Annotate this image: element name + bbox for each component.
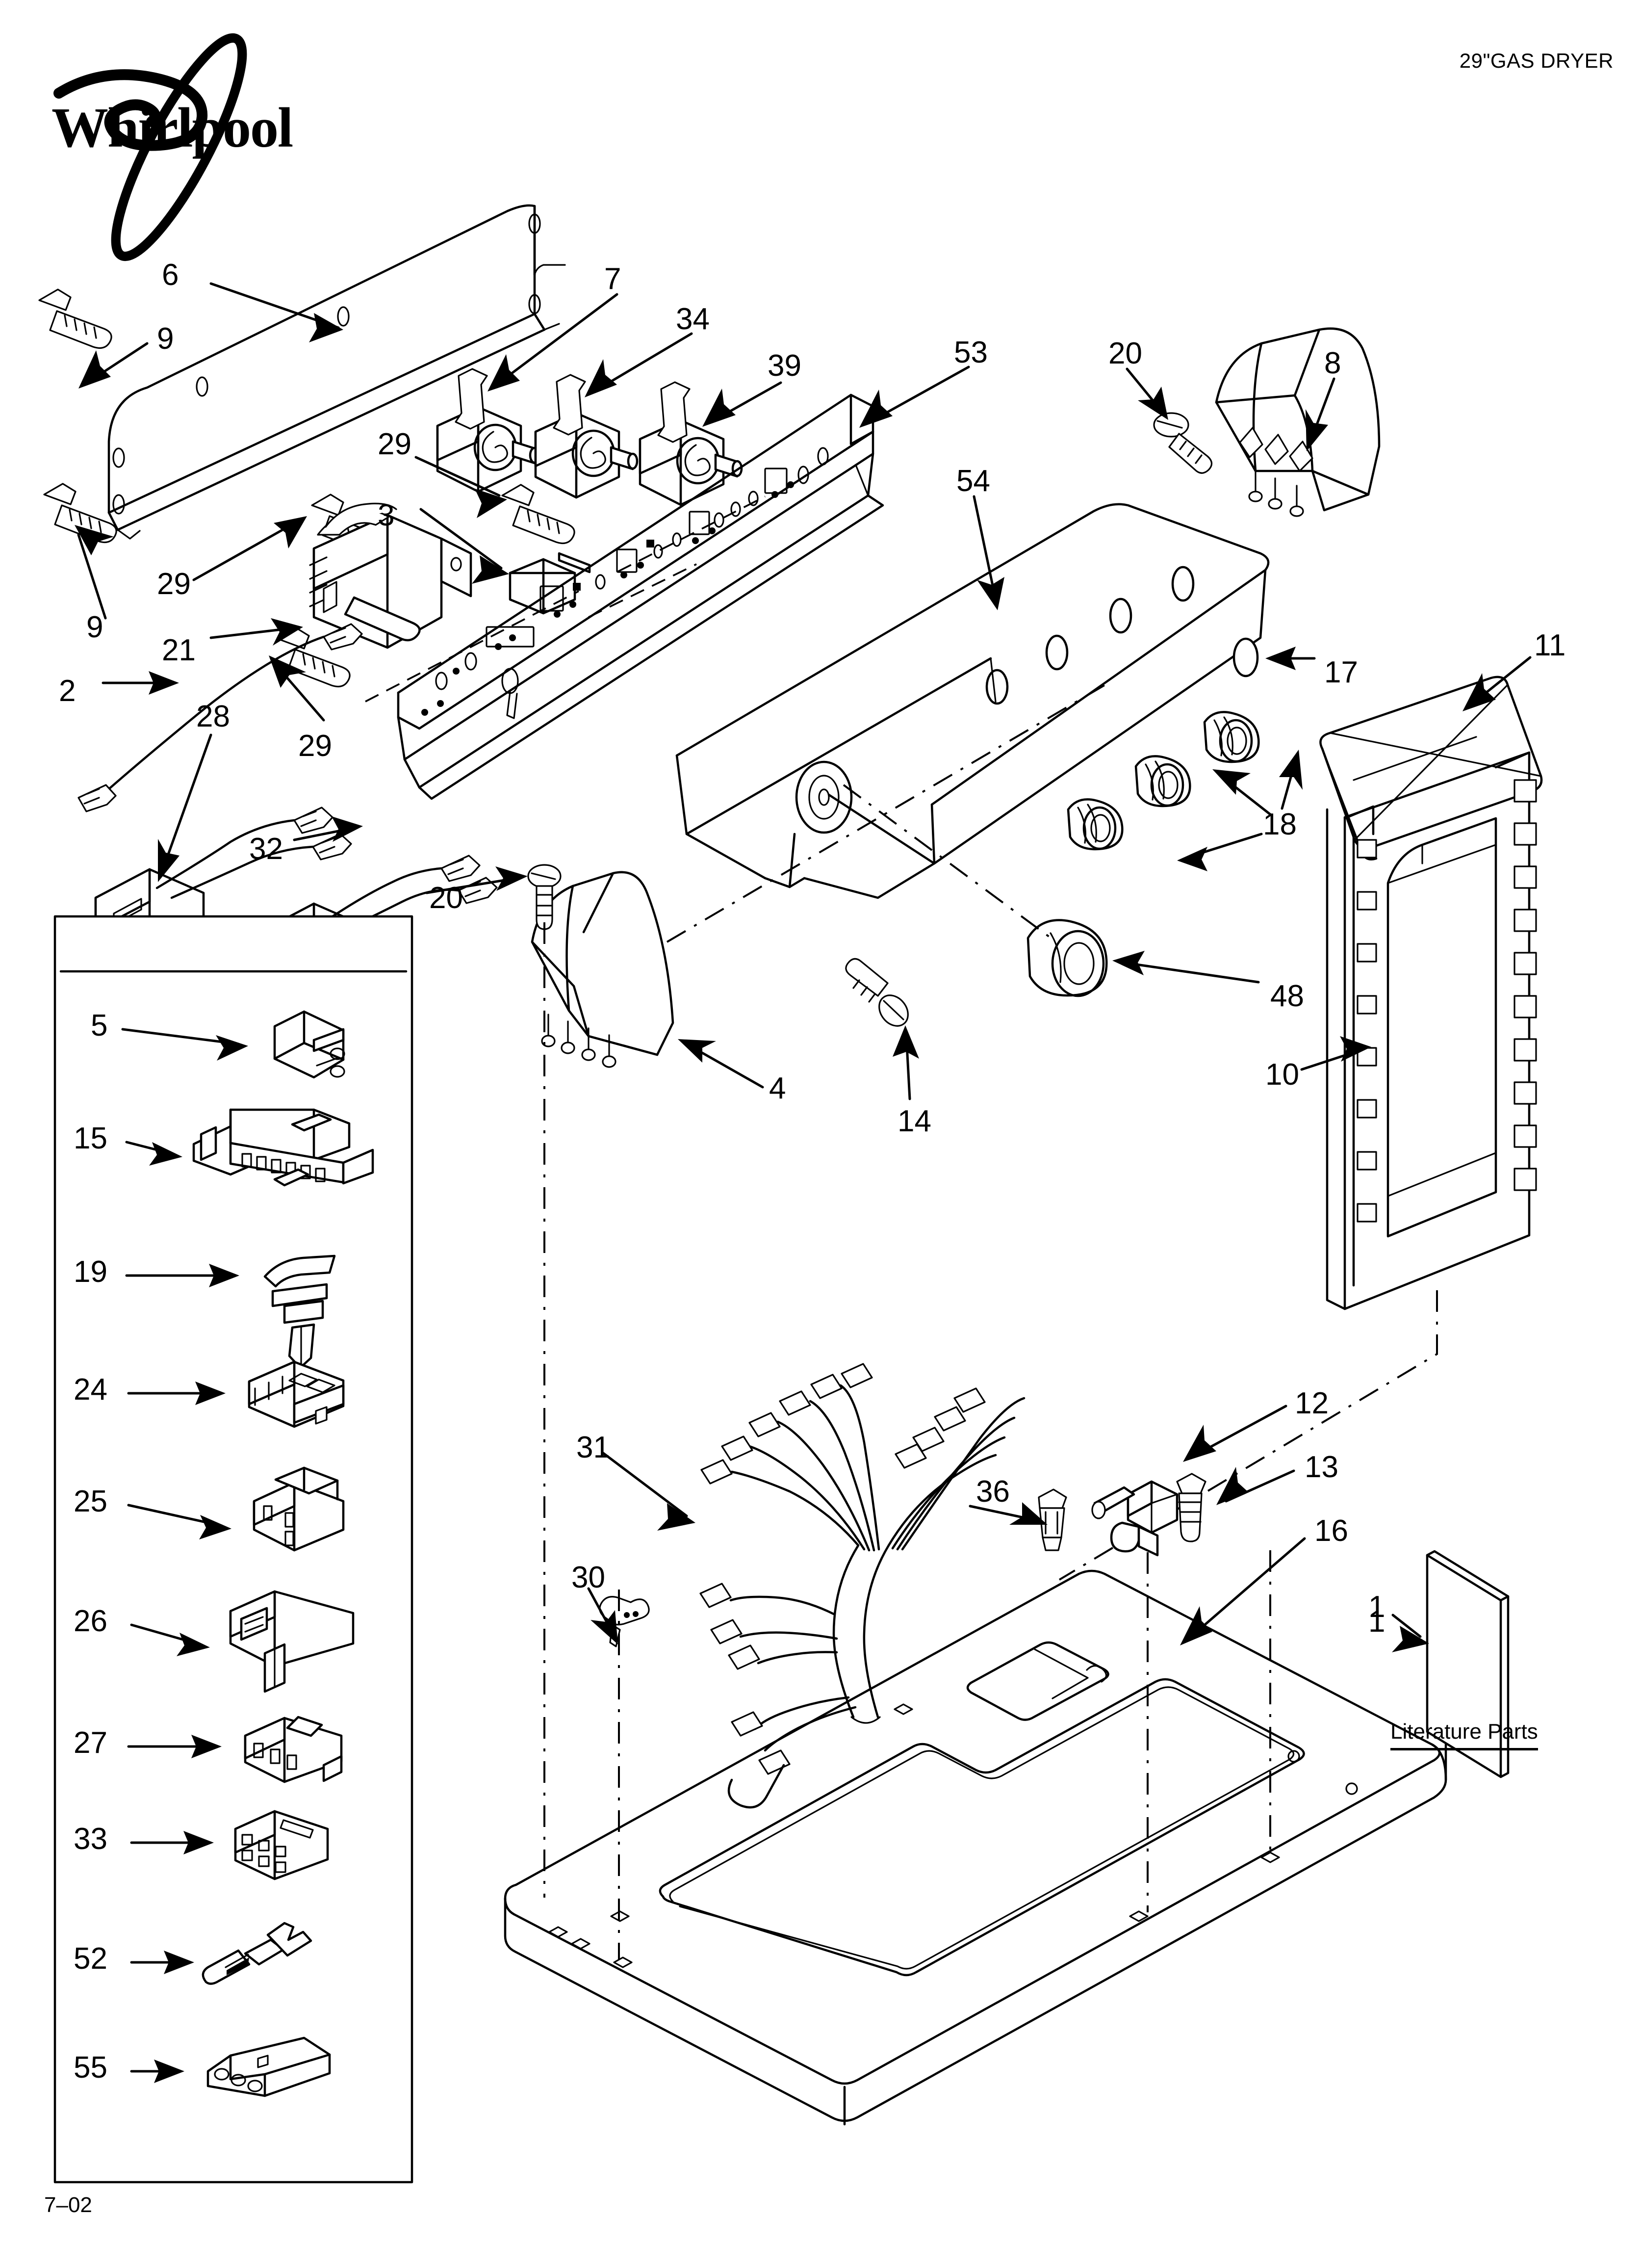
legend-number-52: 52 [74, 1942, 107, 1976]
callout-number-bushing: 48 [1270, 979, 1304, 1013]
callout-number-hole-plug: 17 [1324, 655, 1358, 689]
legend-icon-52 [202, 1922, 312, 1985]
literature-parts-label: Literature Parts [1390, 1720, 1538, 1750]
legend-icon-19 [263, 1254, 336, 1369]
callout-number-screw: 9 [157, 322, 174, 356]
assembly-guide-line-10 [843, 784, 1051, 938]
callout-number-rear-panel: 6 [162, 258, 179, 292]
assembly-guide-line-7 [365, 590, 579, 703]
legend-number-25: 25 [74, 1485, 107, 1518]
callout-number-screw: 13 [1305, 1450, 1338, 1484]
lint-screen-part [1319, 676, 1543, 860]
legend-icon-15 [192, 1108, 374, 1187]
callout-number-literature: 1 [1368, 1590, 1385, 1624]
callout-number-screw: 29 [378, 427, 411, 461]
rear-panel-part [107, 204, 566, 540]
legend-icon-5 [273, 1010, 345, 1079]
callout-number-wire-clip-small: 30 [571, 1561, 605, 1594]
rotary-switch-part-7 [436, 368, 540, 493]
screw-part-14 [845, 958, 909, 1027]
callout-number-lint-screen: 11 [1534, 628, 1566, 662]
callout-number-switch-block: 3 [378, 498, 395, 532]
screw-part-29b [501, 484, 575, 544]
legend-number-19: 19 [74, 1255, 107, 1289]
grommet-part-18a [1203, 711, 1260, 763]
legend-icon-55 [206, 2036, 331, 2097]
literature-booklet-part [1426, 1550, 1510, 1778]
callout-number-rotary-switch: 34 [676, 302, 710, 336]
legend-box-frame [53, 915, 413, 2184]
callout-number-rotary-switch: 39 [768, 349, 801, 383]
legend-number-27: 27 [74, 1726, 107, 1760]
callout-number-wire-lead: 2 [59, 674, 76, 708]
callout-number-console-bracket: 53 [954, 336, 988, 369]
screw-part-20a [1153, 412, 1213, 474]
console-front-part [675, 503, 1270, 899]
legend-number-5: 5 [91, 1009, 108, 1043]
screw-part-13 [1176, 1473, 1206, 1542]
callout-number-rotary-switch: 7 [604, 262, 621, 296]
page-title: 29"GAS DRYER [1459, 49, 1614, 72]
callout-number-screw: 14 [898, 1104, 931, 1138]
top-panel-part [504, 1569, 1447, 2126]
callout-number-main-harness: 31 [576, 1431, 610, 1464]
callout-number-top-panel: 16 [1314, 1514, 1348, 1548]
screw-part-20b [527, 864, 562, 930]
callout-number-harness-2wire: 28 [196, 700, 230, 733]
callout-number-screw: 20 [1108, 337, 1142, 370]
callout-number-harness-2wire: 32 [249, 832, 283, 866]
hole-plug-part [1232, 637, 1259, 678]
end-cap-left-part [531, 871, 674, 1068]
callout-number-wire-clip: 12 [1295, 1386, 1329, 1420]
callout-number-end-cap-right: 8 [1324, 346, 1341, 380]
wire-clip-part-12 [1091, 1480, 1179, 1557]
grommet-part-18b [1134, 755, 1191, 808]
harness-clip-part-36 [1038, 1488, 1067, 1551]
assembly-guide-line-8 [588, 563, 697, 618]
callout-number-screw: 9 [86, 610, 103, 644]
callout-number-screw: 29 [298, 729, 332, 763]
main-harness-part [699, 1363, 1026, 1809]
rotary-switch-part-34 [534, 374, 639, 499]
screw-part-9a [38, 288, 112, 349]
callout-leaders [75, 282, 1532, 2083]
legend-icon-33 [234, 1810, 329, 1880]
legend-icon-26 [229, 1590, 355, 1693]
assembly-guide-line-6 [617, 495, 766, 573]
legend-number-24: 24 [74, 1373, 107, 1407]
callout-number-terminal: 21 [162, 633, 196, 667]
legend-number-33: 33 [74, 1822, 107, 1856]
revision-code: 7–02 [44, 2193, 92, 2217]
callout-number-screw: 20 [429, 881, 463, 915]
end-cap-right-part [1215, 327, 1381, 517]
legend-number-55: 55 [74, 2051, 107, 2085]
legend-icon-27 [244, 1716, 343, 1783]
rotary-switch-part-39 [639, 381, 743, 506]
callout-number-console-front: 54 [956, 464, 990, 498]
wire-lead-part-2 [77, 623, 363, 812]
callout-number-screw: 29 [157, 567, 191, 601]
timer-switch-part [309, 502, 472, 649]
callout-number-end-cap-left: 4 [769, 1071, 786, 1105]
screw-part-29c [277, 627, 351, 687]
lint-screen-housing-part [1326, 751, 1537, 1310]
bushing-part-48 [1026, 919, 1108, 997]
legend-number-26: 26 [74, 1604, 107, 1638]
callout-number-grommet: 18 [1263, 808, 1297, 841]
brand-logo-icon [53, 33, 247, 261]
grommet-part-18c [1067, 798, 1124, 851]
legend-number-15: 15 [74, 1121, 107, 1155]
legend-icon-24 [248, 1360, 345, 1428]
callout-number-lint-screen-housing: 10 [1265, 1058, 1299, 1092]
callout-number-harness-clip: 36 [976, 1475, 1010, 1509]
callout-number-literature-booklet: 1 [1368, 1605, 1385, 1639]
legend-icon-25 [253, 1466, 345, 1552]
